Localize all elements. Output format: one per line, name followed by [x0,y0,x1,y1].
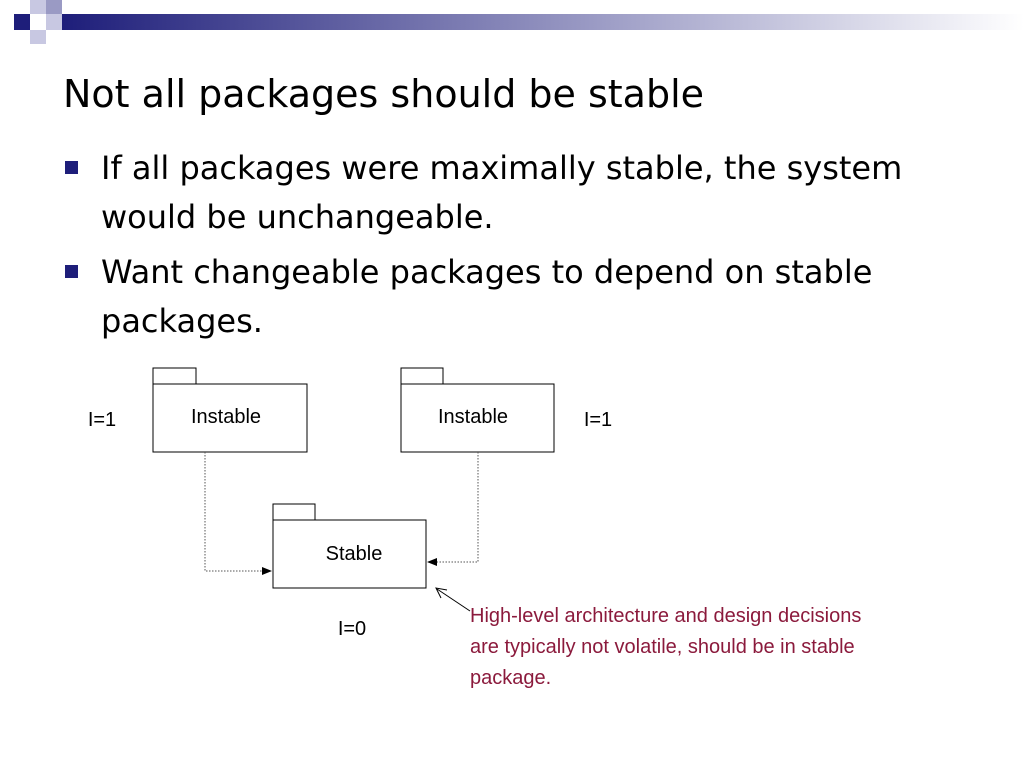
package-body [400,383,555,453]
bullet-square-icon [65,161,78,174]
note-pointer-arrowhead [435,587,448,599]
dependency-arrow-left [204,452,272,575]
bullet-item: Want changeable packages to depend on st… [63,248,963,346]
package-tab [400,367,444,385]
header-square [46,14,62,30]
architecture-note: High-level architecture and design decis… [470,605,867,689]
package-right-instable: Instable [400,367,555,453]
package-body [272,519,427,589]
instability-label-bottom: I=0 [338,618,366,640]
header-square [14,14,30,30]
package-name: Instable [191,406,261,428]
decorative-header-bar [14,0,1024,44]
package-body [152,383,308,453]
package-name: Instable [438,406,508,428]
package-name: Stable [326,543,383,565]
instability-label-right: I=1 [584,409,612,431]
package-left-instable: Instable [152,367,308,453]
package-tab [152,367,197,385]
note-pointer-line [436,588,471,612]
note-line: High-level architecture and design decis… [470,605,861,627]
bullet-text: Want changeable packages to depend on st… [101,253,873,340]
package-tab [272,503,316,521]
dependency-arrow-right [427,452,479,566]
package-bottom-stable: Stable [272,503,427,589]
note-line: are typically not volatile, should be in… [470,636,855,658]
instability-label-left: I=1 [88,409,116,431]
header-gradient-bar [62,14,1024,30]
header-square [30,30,46,44]
header-square [30,0,46,14]
bullet-list: If all packages were maximally stable, t… [63,144,963,352]
bullet-item: If all packages were maximally stable, t… [63,144,963,242]
bullet-square-icon [65,265,78,278]
bullet-text: If all packages were maximally stable, t… [101,149,903,236]
header-square [46,0,62,14]
slide-title: Not all packages should be stable [63,72,705,116]
note-line: package. [470,667,551,689]
